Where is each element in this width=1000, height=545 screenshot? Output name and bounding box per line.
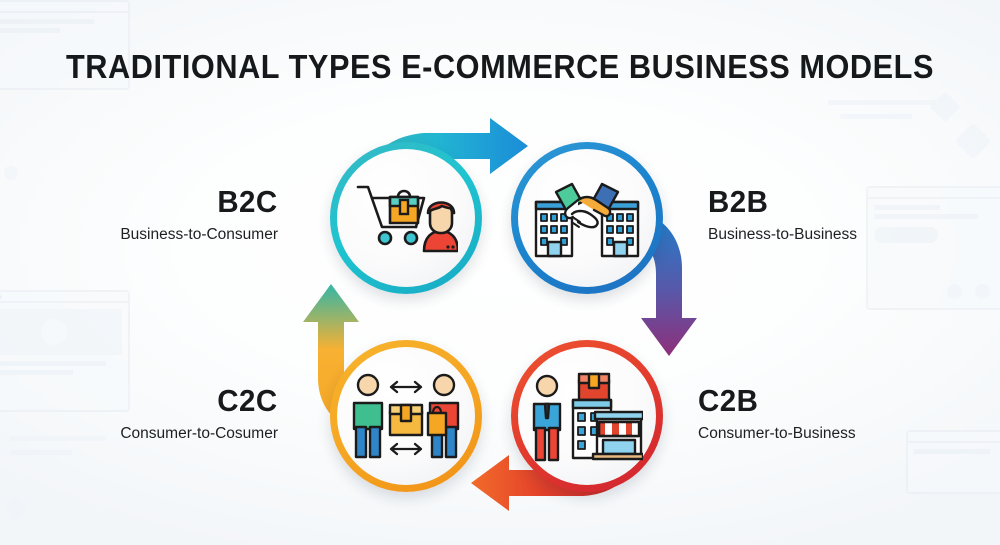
watermark-line-right-2 <box>840 114 912 119</box>
label-c2b-code: C2B <box>698 383 759 418</box>
watermark-dot-right-a <box>947 284 962 299</box>
label-b2c-code: B2C <box>217 184 278 219</box>
watermark-browser-left <box>0 0 130 90</box>
label-c2c: C2C Consumer-to-Cosumer <box>120 385 278 442</box>
label-b2b-full: Business-to-Business <box>708 226 858 243</box>
label-b2b-code: B2B <box>708 184 769 219</box>
page-title: TRADITIONAL TYPES E-COMMERCE BUSINESS MO… <box>65 48 935 85</box>
label-c2b-full: Consumer-to-Business <box>698 425 856 442</box>
watermark-browser-bottom-right <box>906 430 1000 494</box>
watermark-line-left-2 <box>10 450 72 455</box>
label-b2b: B2B Business-to-Business <box>708 186 857 243</box>
arrow-b2b-to-c2b <box>627 213 697 356</box>
handshake-buildings-icon <box>534 182 640 258</box>
label-c2c-code: C2C <box>217 383 278 418</box>
watermark-line-right <box>828 100 936 105</box>
node-b2b[interactable] <box>511 142 663 294</box>
two-people-package-exchange-icon <box>352 373 460 459</box>
label-b2c: B2C Business-to-Consumer <box>120 186 278 243</box>
node-c2b[interactable] <box>511 340 663 492</box>
node-b2c[interactable] <box>330 142 482 294</box>
person-building-storefront-icon <box>532 372 643 462</box>
arrow-c2c-to-b2c <box>303 284 373 430</box>
shopping-cart-consumer-icon <box>356 185 458 253</box>
label-c2b: C2B Consumer-to-Business <box>698 385 856 442</box>
watermark-line-left <box>10 436 106 441</box>
label-b2c-full: Business-to-Consumer <box>120 226 278 243</box>
watermark-dot-left <box>4 166 18 180</box>
label-c2c-full: Consumer-to-Cosumer <box>120 425 278 442</box>
watermark-dot-right-b <box>975 284 990 299</box>
watermark-browser-left-lower <box>0 290 130 412</box>
node-c2c[interactable] <box>330 340 482 492</box>
